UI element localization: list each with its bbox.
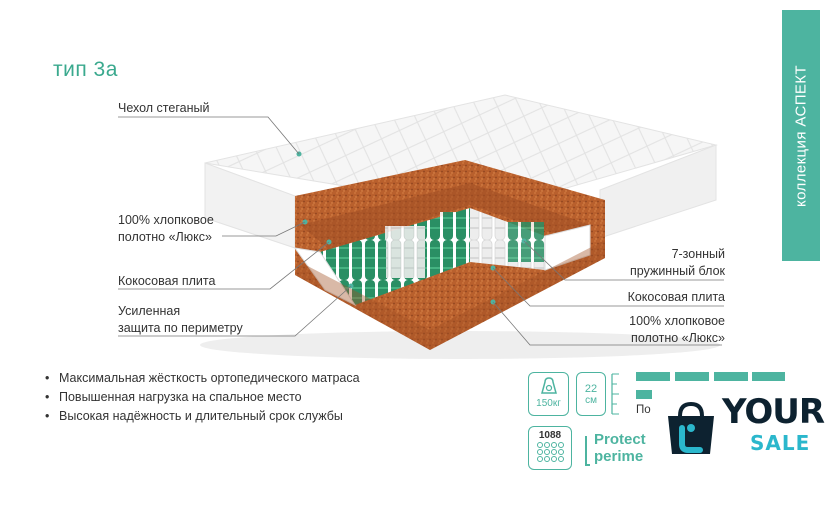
label-cotton-right-1: 100% хлопковое bbox=[629, 314, 725, 328]
collection-tab[interactable]: коллекция АСПЕКТ bbox=[782, 10, 820, 261]
list-item: Повышенная нагрузка на спальное место bbox=[45, 388, 360, 407]
stiffness-bar bbox=[636, 372, 670, 381]
protect-text-2: perime bbox=[594, 448, 644, 465]
ruler-icon bbox=[611, 373, 619, 415]
stiffness-bar bbox=[675, 372, 709, 381]
label-cover: Чехол стеганый bbox=[118, 101, 210, 115]
springs-count: 1088 bbox=[538, 430, 562, 441]
shopping-bag-icon bbox=[668, 401, 714, 454]
label-perimeter-1: Усиленная bbox=[118, 304, 181, 318]
height-icon: 22 см bbox=[576, 372, 606, 416]
label-perimeter-2: защита по периметру bbox=[118, 321, 243, 335]
springs-count-icon: 1088 bbox=[528, 426, 572, 470]
stiffness-bar bbox=[714, 372, 748, 381]
features-list: Максимальная жёсткость ортопедического м… bbox=[45, 369, 360, 426]
watermark-logo: YOUR SALE bbox=[652, 384, 840, 474]
label-springs-1: 7-зонный bbox=[671, 247, 725, 261]
load-value: 150кг bbox=[536, 398, 561, 409]
stiffness-bar bbox=[752, 372, 785, 381]
watermark-word-2: SALE bbox=[750, 431, 811, 455]
label-cotton-left-2: полотно «Люкс» bbox=[118, 230, 212, 244]
load-icon: 150кг bbox=[528, 372, 569, 416]
height-unit: см bbox=[585, 395, 597, 406]
weight-icon bbox=[540, 377, 557, 394]
label-coconut-left: Кокосовая плита bbox=[118, 274, 216, 288]
stiffness-label: По bbox=[636, 404, 651, 416]
label-cotton-right-2: полотно «Люкс» bbox=[631, 331, 725, 345]
protect-bracket bbox=[585, 436, 590, 466]
label-cotton-left-1: 100% хлопковое bbox=[118, 213, 214, 227]
list-item: Максимальная жёсткость ортопедического м… bbox=[45, 369, 360, 388]
label-springs-2: пружинный блок bbox=[629, 264, 725, 278]
product-title: тип 3а bbox=[53, 58, 118, 81]
label-coconut-right: Кокосовая плита bbox=[627, 290, 725, 304]
mattress-shadow bbox=[200, 331, 720, 359]
height-value: 22 bbox=[584, 383, 598, 395]
watermark-word-1: YOUR bbox=[722, 392, 825, 432]
springs-grid-icon bbox=[537, 442, 564, 462]
list-item: Высокая надёжность и длительный срок слу… bbox=[45, 407, 360, 426]
protect-text-1: Protect bbox=[594, 431, 646, 448]
